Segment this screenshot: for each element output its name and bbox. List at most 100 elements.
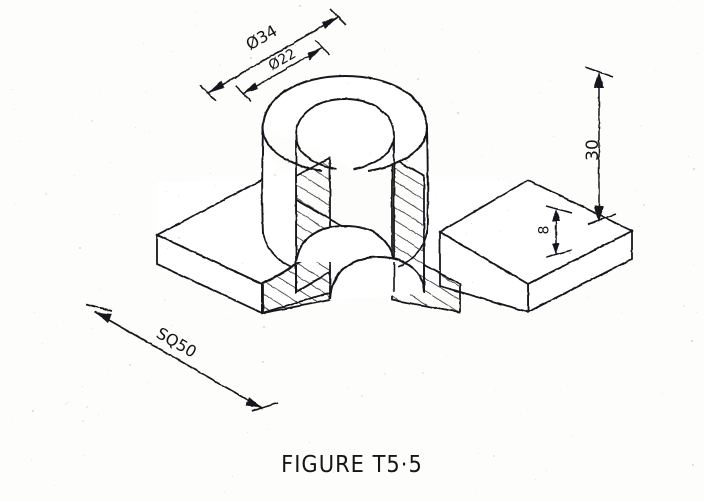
paper-speck xyxy=(494,390,496,392)
paper-speck xyxy=(134,127,136,129)
paper-speck xyxy=(552,135,554,137)
paper-speck xyxy=(195,11,197,13)
paper-speck xyxy=(246,431,248,433)
paper-speck xyxy=(687,155,689,157)
paper-speck xyxy=(692,464,695,467)
paper-speck xyxy=(205,78,207,80)
paper-speck xyxy=(370,153,372,155)
paper-speck xyxy=(220,325,222,327)
paper-speck xyxy=(201,118,203,120)
paper-speck xyxy=(124,467,126,469)
paper-speck xyxy=(262,360,265,363)
paper-speck xyxy=(31,458,33,460)
paper-speck xyxy=(569,252,572,255)
paper-speck xyxy=(649,25,651,27)
dimension-base-square xyxy=(85,303,279,412)
paper-speck xyxy=(33,311,35,313)
paper-speck xyxy=(265,211,267,213)
paper-speck xyxy=(128,363,131,366)
paper-speck xyxy=(241,263,243,265)
paper-speck xyxy=(451,102,453,104)
paper-speck xyxy=(693,167,696,170)
paper-speck xyxy=(165,191,167,193)
paper-speck xyxy=(480,155,482,157)
paper-speck xyxy=(433,42,435,44)
paper-speck xyxy=(82,385,84,387)
paper-speck xyxy=(409,151,411,153)
paper-speck xyxy=(163,299,166,302)
paper-speck xyxy=(66,402,68,404)
paper-speck xyxy=(560,391,562,393)
paper-speck xyxy=(396,65,398,67)
paper-speck xyxy=(634,189,636,191)
paper-speck xyxy=(171,51,173,53)
paper-speck xyxy=(348,83,350,85)
dimension-bore-diameter xyxy=(235,39,331,102)
paper-speck xyxy=(549,80,551,81)
paper-speck xyxy=(547,272,550,275)
paper-speck xyxy=(633,449,635,451)
paper-speck xyxy=(223,492,225,494)
paper-speck xyxy=(638,225,640,227)
dimension-label-overall-height: 30 xyxy=(582,139,603,161)
paper-speck xyxy=(10,88,12,90)
paper-speck xyxy=(54,485,56,487)
paper-speck xyxy=(237,302,239,304)
paper-speck xyxy=(91,328,93,330)
paper-speck xyxy=(368,236,370,238)
paper-speck xyxy=(478,50,480,52)
figure-caption: FIGURE T5·5 xyxy=(281,450,423,478)
paper-speck xyxy=(81,419,84,422)
paper-speck xyxy=(471,222,473,224)
paper-speck xyxy=(441,28,443,30)
paper-speck xyxy=(146,90,148,92)
paper-speck xyxy=(262,326,265,329)
paper-speck xyxy=(415,458,417,460)
paper-speck xyxy=(384,373,387,376)
paper-speck xyxy=(72,113,74,115)
paper-speck xyxy=(9,274,11,276)
paper-speck xyxy=(189,249,191,251)
paper-speck xyxy=(90,120,93,123)
paper-speck xyxy=(465,232,467,234)
paper-speck xyxy=(119,214,121,216)
paper-speck xyxy=(195,25,197,27)
paper-speck xyxy=(107,370,109,372)
paper-speck xyxy=(181,207,183,209)
paper-speck xyxy=(474,494,476,496)
paper-speck xyxy=(32,410,35,413)
paper-speck xyxy=(478,452,480,454)
paper-speck xyxy=(218,63,221,66)
paper-speck xyxy=(229,292,231,294)
paper-speck xyxy=(278,291,280,293)
paper-speck xyxy=(56,326,58,328)
paper-speck xyxy=(42,342,44,344)
paper-speck xyxy=(421,371,424,374)
paper-speck xyxy=(519,413,521,415)
paper-speck xyxy=(493,455,496,458)
paper-speck xyxy=(689,480,691,482)
paper-speck xyxy=(167,248,169,249)
paper-speck xyxy=(393,467,395,469)
paper-speck xyxy=(333,472,335,474)
paper-speck xyxy=(148,381,150,383)
paper-speck xyxy=(81,70,83,72)
paper-speck xyxy=(303,282,305,284)
paper-speck xyxy=(143,42,145,44)
paper-speck xyxy=(682,412,684,414)
dimension-plate-thickness xyxy=(545,205,573,258)
dimension-label-plate-thickness: 8 xyxy=(536,225,553,235)
paper-speck xyxy=(323,478,325,480)
paper-speck xyxy=(209,173,211,175)
paper-speck xyxy=(621,311,623,313)
paper-speck xyxy=(19,141,21,143)
paper-speck xyxy=(498,231,500,233)
paper-speck xyxy=(74,174,76,176)
paper-speck xyxy=(15,203,17,205)
paper-speck xyxy=(599,166,601,168)
paper-speck xyxy=(284,290,286,292)
paper-speck xyxy=(358,261,360,263)
paper-speck xyxy=(294,44,296,46)
paper-speck xyxy=(507,210,509,212)
paper-speck xyxy=(112,213,114,215)
